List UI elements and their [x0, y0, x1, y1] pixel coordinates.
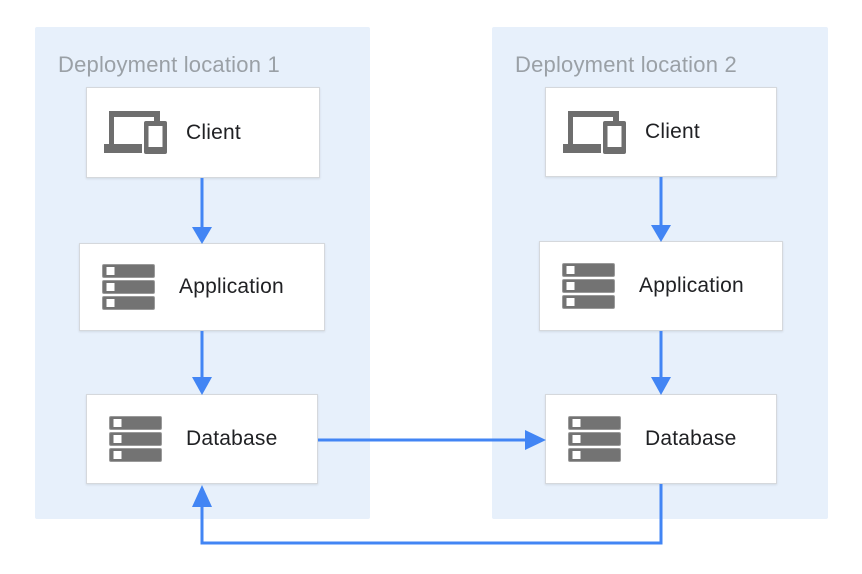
node-client-2: Client — [545, 87, 777, 177]
node-label: Application — [179, 275, 284, 298]
panel-title: Deployment location 2 — [515, 52, 737, 77]
server-stack-icon — [557, 263, 620, 309]
node-label: Database — [645, 427, 737, 450]
devices-icon — [104, 111, 167, 154]
node-client-1: Client — [86, 87, 320, 178]
server-stack-icon — [97, 264, 160, 310]
node-label: Client — [645, 120, 700, 143]
node-database-2: Database — [545, 394, 777, 484]
server-stack-icon — [104, 416, 167, 462]
node-label: Application — [639, 274, 744, 297]
node-application-2: Application — [539, 241, 783, 331]
panel-title: Deployment location 1 — [58, 52, 280, 77]
node-application-1: Application — [79, 243, 325, 331]
node-label: Database — [186, 427, 278, 450]
devices-icon — [563, 110, 626, 154]
node-database-1: Database — [86, 394, 318, 484]
node-label: Client — [186, 120, 241, 144]
server-stack-icon — [563, 416, 626, 462]
